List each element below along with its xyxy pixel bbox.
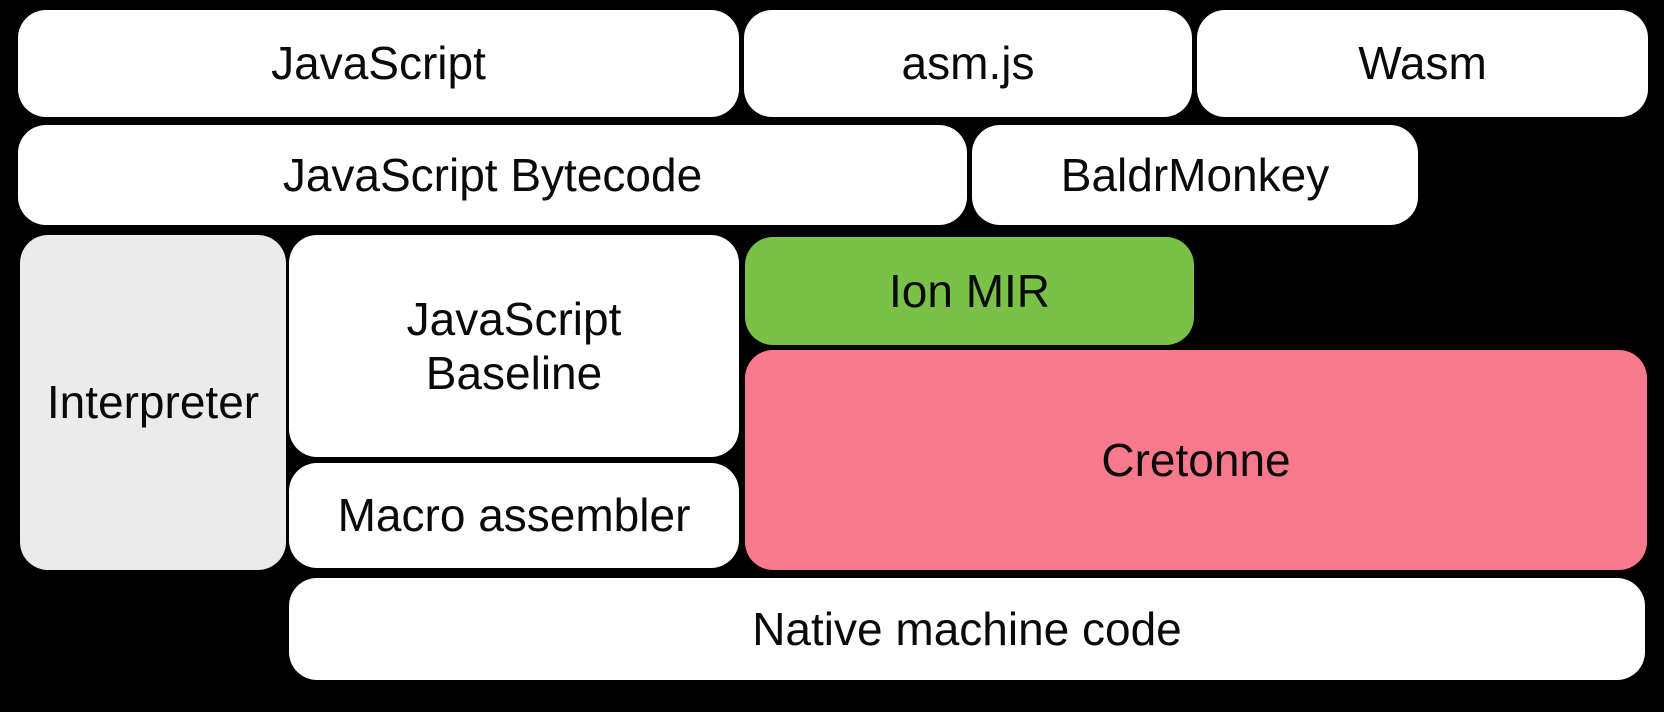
node-javascript-bytecode: JavaScript Bytecode: [18, 125, 967, 225]
node-native-machine-code: Native machine code: [289, 578, 1645, 680]
node-interpreter: Interpreter: [20, 235, 286, 570]
node-asmjs: asm.js: [744, 10, 1192, 117]
node-javascript-baseline: JavaScript Baseline: [289, 235, 739, 457]
node-cretonne: Cretonne: [745, 350, 1647, 570]
node-ion-mir: Ion MIR: [745, 237, 1194, 345]
node-macro-assembler: Macro assembler: [289, 463, 739, 568]
node-wasm: Wasm: [1197, 10, 1648, 117]
node-baldrmonkey: BaldrMonkey: [972, 125, 1418, 225]
node-javascript: JavaScript: [18, 10, 739, 117]
